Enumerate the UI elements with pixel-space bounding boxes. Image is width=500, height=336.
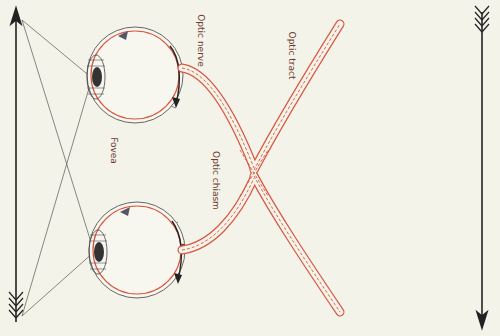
part-label: Fovea bbox=[108, 137, 119, 164]
optic-pathway bbox=[182, 24, 340, 312]
part-label: Optic chiasm bbox=[209, 151, 220, 210]
eye bbox=[87, 27, 183, 123]
image-arrow bbox=[475, 6, 489, 328]
object-arrow bbox=[9, 8, 23, 322]
eye bbox=[89, 202, 185, 298]
part-label: Optic nerve bbox=[194, 14, 205, 66]
part-label: Optic tract bbox=[286, 31, 297, 79]
